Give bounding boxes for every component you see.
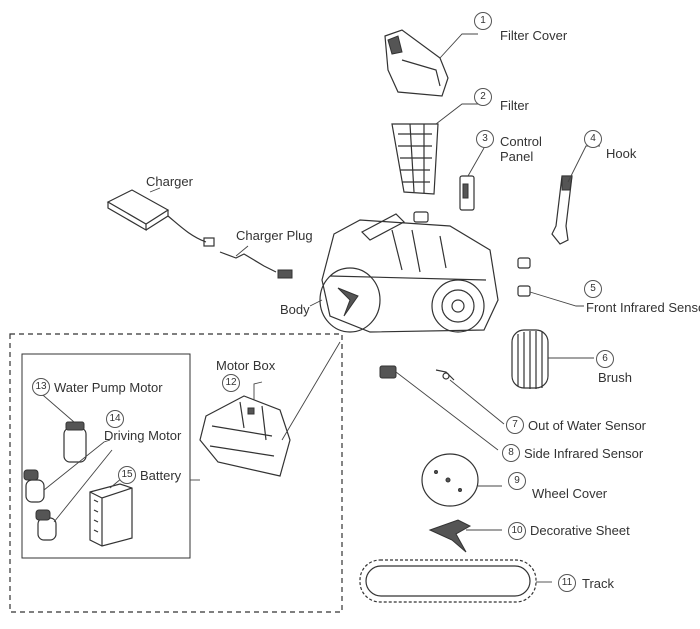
callout-number-5: 5: [584, 280, 602, 298]
callout-number-15: 15: [118, 466, 136, 484]
filter-cover-drawing: [384, 29, 449, 97]
callout-number-2: 2: [474, 88, 492, 106]
leader-4: [567, 145, 600, 183]
callout-number-12: 12: [222, 374, 240, 392]
callout-number-6: 6: [596, 350, 614, 368]
leader-body: [309, 299, 323, 307]
label-water-pump-motor: Water Pump Motor: [54, 380, 163, 395]
charger-drawing: [106, 189, 293, 279]
callout-number-13: 13: [32, 378, 50, 396]
brush-drawing: [511, 329, 549, 389]
label-charger: Charger: [146, 174, 193, 189]
leader-14b: [53, 449, 113, 523]
label-front-infrared-sensor: Front Infrared Sensor: [586, 300, 700, 315]
driving-motor-drawing: [23, 469, 57, 541]
body-drawing: [319, 213, 499, 333]
leader-body-to-motorbox: [281, 341, 341, 441]
label-decorative-sheet: Decorative Sheet: [530, 523, 630, 538]
battery-drawing: [89, 483, 133, 547]
label-body: Body: [280, 302, 310, 317]
track-drawing: [359, 559, 537, 603]
wheel-cover-drawing: [421, 453, 479, 507]
callout-number-1: 1: [474, 12, 492, 30]
callout-number-8: 8: [502, 444, 520, 462]
water-pump-motor-drawing: [63, 421, 87, 463]
label-battery: Battery: [140, 468, 182, 483]
label-side-infrared-sensor: Side Infrared Sensor: [524, 446, 644, 461]
callout-number-10: 10: [508, 522, 526, 540]
small-sensor-drawing: [413, 211, 429, 223]
label-filter-cover: Filter Cover: [500, 28, 568, 43]
leader-7: [449, 379, 505, 425]
leader-2: [435, 103, 478, 125]
label-hook: Hook: [606, 146, 637, 161]
leader-3: [467, 147, 485, 177]
motor-box-drawing: [199, 395, 291, 477]
leader-8: [395, 371, 499, 451]
leader-14a: [43, 439, 111, 491]
leader-5: [529, 291, 584, 307]
leader-12: [253, 381, 263, 400]
label-charger-plug: Charger Plug: [236, 228, 313, 243]
label-out-of-water-sensor: Out of Water Sensor: [528, 418, 647, 433]
decorative-sheet-drawing: [428, 519, 472, 553]
callout-number-9: 9: [508, 472, 526, 490]
label-filter: Filter: [500, 98, 529, 113]
callout-number-14: 14: [106, 410, 124, 428]
callout-number-11: 11: [558, 574, 576, 592]
motor-group-inner-box: [21, 353, 191, 559]
callout-number-3: 3: [476, 130, 494, 148]
label-wheel-cover: Wheel Cover: [532, 486, 608, 501]
control-panel-drawing: [459, 175, 475, 211]
label-motor-box: Motor Box: [216, 358, 276, 373]
filter-drawing: [391, 123, 439, 195]
label-brush: Brush: [598, 370, 632, 385]
label-control-panel: Control Panel: [500, 134, 542, 164]
label-driving-motor: Driving Motor: [104, 428, 182, 443]
label-track: Track: [582, 576, 615, 591]
leader-1: [439, 33, 478, 59]
hook-drawing: [551, 175, 573, 245]
front-infrared-sensor-drawing: [517, 257, 531, 297]
side-infrared-sensor-drawing: [379, 365, 397, 379]
leader-13: [39, 393, 75, 423]
callout-number-7: 7: [506, 416, 524, 434]
out-of-water-sensor-drawing: [435, 369, 455, 381]
motor-group-dashed-box: [9, 333, 343, 613]
callout-number-4: 4: [584, 130, 602, 148]
leader-charger: [149, 187, 161, 193]
leader-charger-plug: [235, 245, 249, 257]
